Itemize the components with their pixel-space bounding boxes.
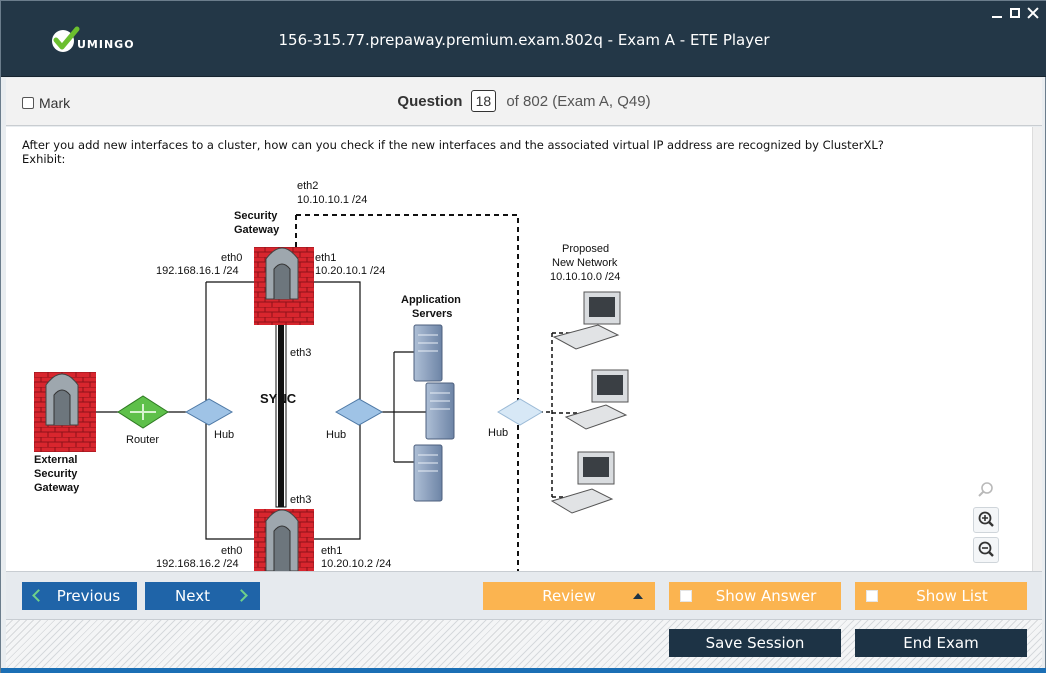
security-gateway-label-2: Gateway: [234, 224, 280, 236]
end-exam-label: End Exam: [903, 634, 979, 652]
security-gateway-label-1: Security: [234, 210, 278, 222]
top-eth0-ip: 192.168.16.1 /24: [156, 265, 239, 277]
application-server-1-icon: [413, 324, 443, 382]
workstation-1-icon: [552, 291, 621, 350]
logo-text: UMINGO: [77, 37, 135, 51]
router-label: Router: [126, 434, 159, 446]
bottom-eth1-ip: 10.20.10.2 /24: [321, 558, 391, 570]
security-gateway-bottom-firewall-icon: [254, 509, 314, 571]
proposed-label-1: Proposed: [562, 243, 609, 255]
router-icon: [117, 395, 169, 429]
logo-check-icon: [52, 26, 80, 52]
server-links: [378, 351, 426, 463]
show-list-label: Show List: [916, 587, 988, 605]
show-answer-label: Show Answer: [715, 587, 817, 605]
window-controls: [991, 7, 1039, 19]
vumingo-logo: UMINGO: [51, 25, 135, 55]
triangle-up-icon: [633, 593, 643, 599]
question-label: Question: [397, 93, 463, 110]
next-button[interactable]: Next: [145, 582, 260, 610]
eth1-links: [306, 281, 361, 540]
proposed-label-2: New Network: [552, 257, 618, 269]
external-label-2: Security: [34, 468, 78, 480]
previous-label: Previous: [56, 587, 121, 605]
chevron-right-icon: [235, 589, 248, 602]
question-text-block: After you add new interfaces to a cluste…: [22, 138, 884, 166]
window-title: 156-315.77.prepaway.premium.exam.802q - …: [278, 31, 770, 49]
zoom-in-button[interactable]: [973, 507, 999, 533]
review-button[interactable]: Review: [483, 582, 655, 610]
mark-checkbox-box[interactable]: [22, 97, 34, 109]
workstation-3-icon: [550, 451, 615, 514]
minimize-icon[interactable]: [991, 7, 1003, 19]
hub-middle-icon: [334, 398, 384, 426]
end-exam-button[interactable]: End Exam: [855, 629, 1027, 657]
show-list-button[interactable]: Show List: [855, 582, 1027, 610]
zoom-out-icon: [978, 541, 994, 557]
bottom-eth0-ip: 192.168.16.2 /24: [156, 558, 239, 570]
bottom-accent-strip: [1, 668, 1046, 673]
show-list-checkbox[interactable]: [866, 590, 878, 602]
eth2-label: eth2: [297, 180, 318, 192]
question-text: After you add new interfaces to a cluste…: [22, 138, 884, 152]
review-label: Review: [542, 587, 596, 605]
save-session-button[interactable]: Save Session: [669, 629, 841, 657]
top-eth1-ip: 10.20.10.1 /24: [315, 265, 385, 277]
content-scrollbar[interactable]: [1032, 127, 1042, 571]
application-server-2-icon: [425, 382, 455, 440]
hub-middle-label: Hub: [326, 429, 346, 441]
eth3-top-label: eth3: [290, 347, 311, 359]
mark-checkbox[interactable]: Mark: [22, 95, 70, 111]
mark-label: Mark: [39, 95, 71, 111]
save-session-label: Save Session: [705, 634, 805, 652]
bottom-eth1-label: eth1: [321, 545, 342, 557]
application-servers-label-1: Application: [401, 294, 461, 306]
question-content: After you add new interfaces to a cluste…: [6, 127, 1042, 571]
maximize-icon[interactable]: [1009, 7, 1021, 19]
zoom-in-icon: [978, 511, 994, 527]
bottom-eth0-label: eth0: [221, 545, 242, 557]
hub-left-label: Hub: [214, 429, 234, 441]
top-eth1-label: eth1: [315, 252, 336, 264]
security-gateway-top-firewall-icon: [254, 247, 314, 325]
exhibit-label: Exhibit:: [22, 152, 66, 166]
external-label-3: Gateway: [34, 482, 80, 494]
zoom-toolbar: [971, 477, 1001, 563]
hub-right-icon: [497, 398, 543, 426]
chevron-left-icon: [32, 589, 45, 602]
question-counter: Question 18 of 802 (Exam A, Q49): [6, 90, 1042, 112]
question-total: of 802 (Exam A, Q49): [506, 93, 651, 110]
navigation-bar: Previous Next Review Show Answer Show Li…: [6, 571, 1042, 619]
proposed-label-3: 10.10.10.0 /24: [550, 271, 620, 283]
application-server-3-icon: [413, 444, 443, 502]
eth2-dashed-link: [296, 214, 519, 571]
eth3-bottom-label: eth3: [290, 494, 311, 506]
question-number-input[interactable]: 18: [470, 90, 497, 112]
application-servers-label-2: Servers: [412, 308, 452, 320]
zoom-out-button[interactable]: [973, 537, 999, 563]
network-exhibit-diagram: eth2 10.10.10.1 /24 Security Gateway eth…: [34, 180, 629, 571]
top-eth0-label: eth0: [221, 252, 242, 264]
workstation-2-icon: [564, 369, 629, 430]
hub-left-icon: [184, 398, 234, 426]
external-label-1: External: [34, 454, 77, 466]
hub-right-label: Hub: [488, 427, 508, 439]
previous-button[interactable]: Previous: [22, 582, 137, 610]
question-header: Mark Question 18 of 802 (Exam A, Q49): [6, 78, 1042, 126]
eth2-ip: 10.10.10.1 /24: [297, 194, 367, 206]
footer-bar: Save Session End Exam: [6, 619, 1042, 668]
show-answer-checkbox[interactable]: [680, 590, 692, 602]
sync-label: SYNC: [260, 391, 297, 406]
next-label: Next: [175, 587, 210, 605]
sync-cable: [278, 307, 284, 507]
zoom-reset-button[interactable]: [973, 477, 999, 503]
magnifier-icon: [978, 482, 993, 497]
close-icon[interactable]: [1027, 7, 1039, 19]
show-answer-button[interactable]: Show Answer: [669, 582, 841, 610]
external-firewall-icon: [34, 372, 96, 452]
title-bar: UMINGO 156-315.77.prepaway.premium.exam.…: [1, 1, 1046, 77]
